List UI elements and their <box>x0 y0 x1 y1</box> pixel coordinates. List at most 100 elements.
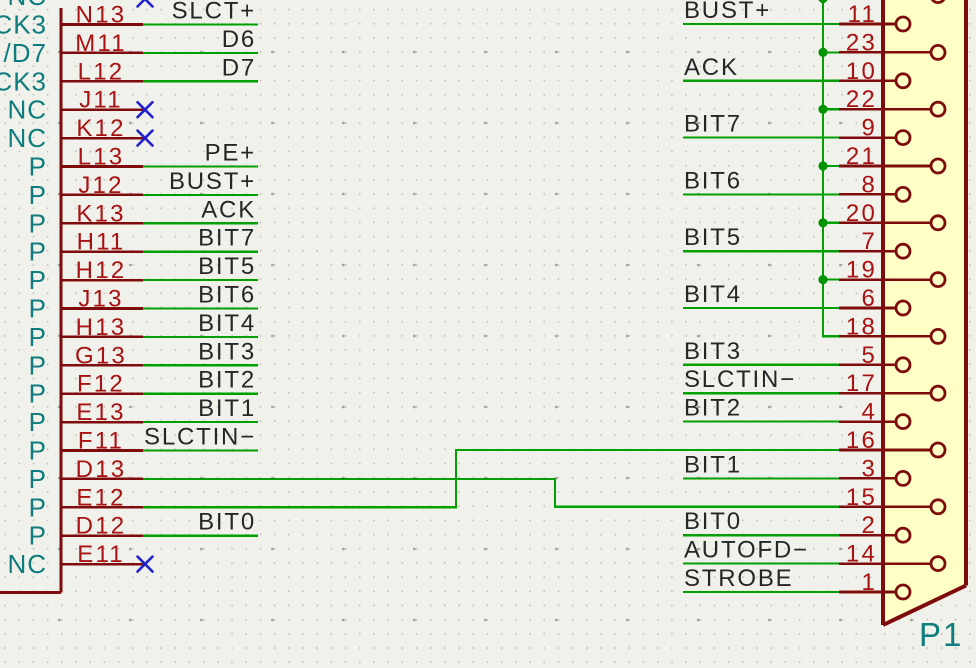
connector-pad-8[interactable] <box>894 185 912 203</box>
net-label-SLCTIN−[interactable]: SLCTIN− <box>144 424 256 451</box>
connector-pin-number-11: 11 <box>848 1 877 28</box>
net-label-BIT1[interactable]: BIT1 <box>198 395 256 422</box>
pin-number-L13: L13 <box>78 144 125 171</box>
net-label-BIT3[interactable]: BIT3 <box>198 338 256 365</box>
wire-route-D13-to-pin15[interactable] <box>143 477 839 508</box>
junction-dot-pin-19[interactable] <box>818 275 828 285</box>
connector-pad-9[interactable] <box>894 129 912 147</box>
connector-pin-number-10: 10 <box>846 58 877 85</box>
net-label-BIT3-right[interactable]: BIT3 <box>684 338 742 365</box>
pin-name-H12: P <box>29 265 47 295</box>
connector-pin-number-4: 4 <box>861 399 877 426</box>
net-label-BIT2-right[interactable]: BIT2 <box>684 395 742 422</box>
junction-dot-top-partial[interactable] <box>818 0 828 4</box>
connector-pad-10[interactable] <box>894 72 912 90</box>
net-label-BIT6-right[interactable]: BIT6 <box>684 167 742 194</box>
connector-pad-15[interactable] <box>929 498 947 516</box>
net-label-BIT2[interactable]: BIT2 <box>198 367 256 394</box>
net-label-BIT6[interactable]: BIT6 <box>198 282 256 309</box>
connector-pin-number-5: 5 <box>861 342 877 369</box>
net-label-D6[interactable]: D6 <box>222 26 256 53</box>
pin-number-J11: J11 <box>79 87 123 114</box>
connector-pin-number-3: 3 <box>861 455 877 482</box>
junction-dot-pin-20[interactable] <box>818 218 828 228</box>
connector-pad-22[interactable] <box>929 100 947 118</box>
connector-pad-17[interactable] <box>929 384 947 402</box>
connector-pad-top-partial[interactable] <box>930 0 946 4</box>
connector-pad-11[interactable] <box>894 15 912 33</box>
connector-pad-7[interactable] <box>894 242 912 260</box>
net-label-AUTOFD−-right[interactable]: AUTOFD− <box>684 537 809 564</box>
net-label-BIT4-right[interactable]: BIT4 <box>684 281 742 308</box>
net-label-BIT5[interactable]: BIT5 <box>198 253 256 280</box>
connector-pad-23[interactable] <box>929 44 947 61</box>
no-connect-top-partial[interactable] <box>136 0 153 8</box>
net-label-BUST+-right[interactable]: BUST+ <box>684 0 771 24</box>
junction-dot-pin-23[interactable] <box>818 47 828 58</box>
pin-number-K13: K13 <box>76 200 125 227</box>
net-label-ACK[interactable]: ACK <box>201 196 256 223</box>
pin-number-M11: M11 <box>75 30 127 57</box>
connector-pad-2[interactable] <box>894 526 912 544</box>
connector-pad-20[interactable] <box>929 214 947 232</box>
pin-number-G13: G13 <box>75 342 127 369</box>
pin-name-N13: CK3 <box>0 10 47 40</box>
pin-number-D12: D12 <box>76 513 127 540</box>
connector-pad-21[interactable] <box>929 157 947 175</box>
pin-name-H11: P <box>29 237 47 267</box>
pin-number-L12: L12 <box>78 58 125 85</box>
connector-reference[interactable]: P1 <box>919 616 963 653</box>
pin-name-K12: NC <box>7 123 47 153</box>
junction-dot-pin-22[interactable] <box>818 104 828 114</box>
connector-body-fill[interactable] <box>883 0 966 625</box>
connector-pin-number-8: 8 <box>861 171 877 198</box>
no-connect-K12[interactable] <box>136 129 154 147</box>
net-label-BIT7-right[interactable]: BIT7 <box>684 111 742 138</box>
pin-name-K13: P <box>29 208 47 238</box>
connector-pad-5[interactable] <box>894 356 912 374</box>
net-label-BUST+[interactable]: BUST+ <box>169 168 256 195</box>
pin-name-E11: NC <box>7 549 47 579</box>
connector-pad-3[interactable] <box>894 469 912 487</box>
connector-bottom-bevel[interactable] <box>882 583 967 627</box>
connector-pad-19[interactable] <box>929 271 947 289</box>
connector-pad-14[interactable] <box>929 555 947 572</box>
net-label-D7[interactable]: D7 <box>222 54 256 81</box>
net-label-SLCT+[interactable]: SLCT+ <box>172 0 256 25</box>
net-label-SLCTIN−-right[interactable]: SLCTIN− <box>684 366 796 393</box>
connector-pin-number-9: 9 <box>861 115 877 142</box>
connector-pad-6[interactable] <box>894 299 912 317</box>
net-label-BIT7[interactable]: BIT7 <box>198 225 256 252</box>
pin-number-N13: N13 <box>76 2 127 29</box>
net-label-BIT5-right[interactable]: BIT5 <box>684 224 742 251</box>
connector-pad-18[interactable] <box>929 327 947 345</box>
net-label-PE+[interactable]: PE+ <box>205 140 256 167</box>
net-label-BIT0[interactable]: BIT0 <box>198 509 256 536</box>
no-connect-E11[interactable] <box>136 555 154 573</box>
pin-name-E13: P <box>29 407 47 437</box>
pin-name-F11: P <box>29 436 47 466</box>
no-connect-J11[interactable] <box>136 100 154 119</box>
pin-number-H11: H11 <box>77 229 126 256</box>
connector-pin-number-1: 1 <box>861 569 877 596</box>
pin-name-G13: P <box>29 350 47 380</box>
pin-number-E13: E13 <box>76 399 125 426</box>
pin-name-L13: P <box>29 152 47 182</box>
connector-pin-number-21: 21 <box>846 143 877 170</box>
connector-pad-1[interactable] <box>894 583 912 601</box>
pin-number-F12: F12 <box>77 371 125 398</box>
net-label-BIT0-right[interactable]: BIT0 <box>684 508 742 535</box>
no-connect-top-partial[interactable] <box>138 0 154 8</box>
net-label-BIT4[interactable]: BIT4 <box>198 310 256 337</box>
junction-dot-pin-21[interactable] <box>818 161 828 171</box>
connector-pad-4[interactable] <box>894 413 912 431</box>
net-label-STROBE-right[interactable]: STROBE <box>684 565 793 592</box>
net-label-ACK-right[interactable]: ACK <box>684 54 739 81</box>
connector-pad-16[interactable] <box>929 441 947 459</box>
pin-name-L12: CK3 <box>0 66 47 96</box>
pin-number-F11: F11 <box>78 428 124 455</box>
pin-name-D12: P <box>29 521 47 551</box>
net-label-BIT1-right[interactable]: BIT1 <box>684 451 742 478</box>
